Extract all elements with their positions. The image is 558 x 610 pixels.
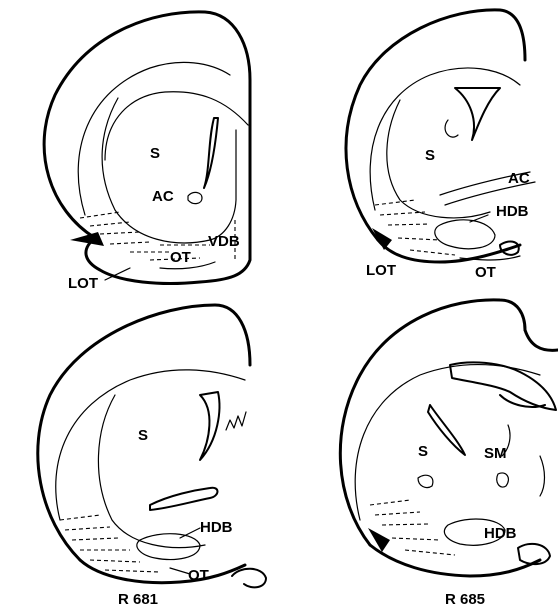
cortex-line bbox=[105, 92, 248, 160]
hdb-region bbox=[435, 220, 495, 249]
label-s: S bbox=[150, 145, 160, 162]
anterior-commissure bbox=[188, 192, 202, 203]
caption-r685: R 685 bbox=[445, 591, 485, 608]
panel-bottom-right: S SM HDB R 685 bbox=[340, 300, 558, 608]
striatum-boundary bbox=[387, 100, 490, 218]
outer-outline-bottom bbox=[378, 240, 520, 262]
ventricle bbox=[204, 118, 218, 188]
ventricle-tip bbox=[445, 120, 458, 137]
septal-squiggle bbox=[226, 412, 246, 430]
ac-elongated bbox=[150, 488, 218, 510]
striatum-boundary bbox=[98, 395, 205, 548]
panel-bottom-left: S HDB OT R 681 bbox=[38, 305, 266, 608]
label-ot: OT bbox=[170, 249, 191, 266]
label-s: S bbox=[138, 427, 148, 444]
lot-wedge bbox=[372, 228, 392, 250]
olfactory-dashes bbox=[60, 515, 160, 572]
thalamic-structure bbox=[450, 362, 556, 410]
label-s: S bbox=[425, 147, 435, 164]
label-lot: LOT bbox=[68, 275, 98, 292]
striatum-boundary bbox=[102, 98, 236, 243]
small-ventricle bbox=[418, 475, 433, 487]
midline bbox=[525, 330, 558, 350]
septal-nucleus bbox=[428, 405, 465, 455]
label-s: S bbox=[418, 443, 428, 460]
label-hdb: HDB bbox=[484, 525, 517, 542]
panel-top-left: S AC OT VDB LOT bbox=[44, 12, 250, 292]
outer-outline bbox=[340, 300, 525, 545]
ventral-nucleus bbox=[518, 544, 550, 564]
label-ot: OT bbox=[475, 264, 496, 281]
label-vdb: VDB bbox=[208, 233, 240, 250]
small-loop-a bbox=[497, 473, 509, 487]
label-sm: SM bbox=[484, 445, 507, 462]
label-hdb: HDB bbox=[496, 203, 529, 220]
ventricle bbox=[200, 392, 219, 460]
label-ac: AC bbox=[152, 188, 174, 205]
label-ot: OT bbox=[188, 567, 209, 584]
ventricle bbox=[455, 88, 500, 140]
lot-wedge bbox=[368, 528, 390, 552]
outer-outline-bottom bbox=[370, 545, 540, 576]
ot-pointer bbox=[170, 568, 190, 574]
label-hdb: HDB bbox=[200, 519, 233, 536]
small-loop-b bbox=[540, 456, 545, 496]
label-lot: LOT bbox=[366, 262, 396, 279]
caption-r681: R 681 bbox=[118, 591, 158, 608]
small-nucleus bbox=[232, 569, 266, 588]
label-ac: AC bbox=[508, 170, 530, 187]
panel-top-right: S AC HDB LOT OT bbox=[346, 10, 535, 281]
outer-outline-bottom bbox=[80, 560, 245, 583]
inner-outline bbox=[355, 364, 540, 520]
